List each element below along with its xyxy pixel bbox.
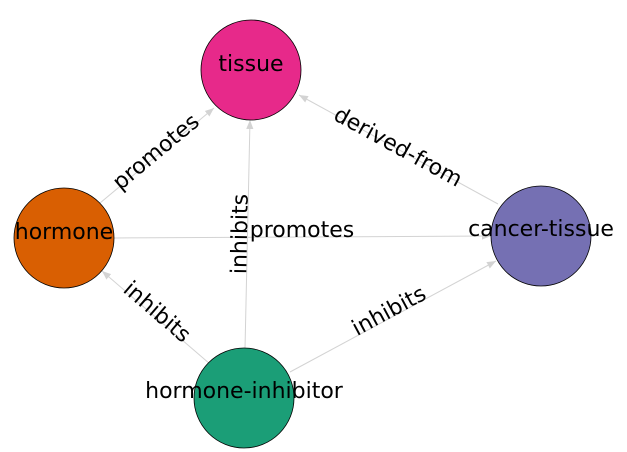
edge-label-hormone-promotes-cancer: promotes xyxy=(250,218,355,243)
edge-inhibitor-inhibits-hormone xyxy=(101,270,211,365)
edge-label-inhibitor-inhibits-cancer: inhibits xyxy=(348,281,431,341)
edge-label-inhibitor-inhibits-tissue: inhibits xyxy=(227,194,253,275)
node-label-hormone: hormone xyxy=(15,220,113,245)
edge-hormone-promotes-tissue xyxy=(99,107,215,204)
edge-hormone-promotes-cancer xyxy=(113,232,492,240)
node-label-hormone-inhibitor: hormone-inhibitor xyxy=(145,379,344,404)
edge-inhibitor-inhibits-tissue xyxy=(244,119,254,350)
node-label-cancer-tissue: cancer-tissue xyxy=(468,217,614,242)
edge-inhibitor-inhibits-cancer xyxy=(289,260,497,373)
edge-cancer-derived-from-tissue xyxy=(298,94,499,205)
node-tissue[interactable] xyxy=(200,19,302,121)
node-cancer-tissue[interactable] xyxy=(490,185,592,287)
edge-label-cancer-derived-from-tissue: derived-from xyxy=(329,102,466,192)
edge-label-inhibitor-inhibits-hormone: inhibits xyxy=(118,277,195,348)
node-hormone[interactable] xyxy=(13,187,115,289)
node-label-tissue: tissue xyxy=(218,52,283,77)
edge-label-hormone-promotes-tissue: promotes xyxy=(108,109,204,195)
node-hormone-inhibitor[interactable] xyxy=(193,347,295,449)
